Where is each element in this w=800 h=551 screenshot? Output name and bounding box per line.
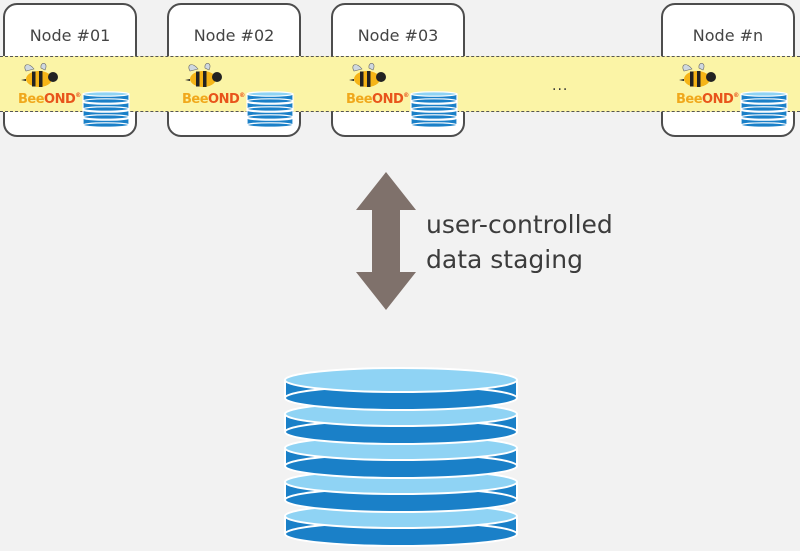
brand-registered: ®: [239, 92, 245, 99]
brand-registered: ®: [75, 92, 81, 99]
data-staging-label: user-controlled data staging: [426, 207, 613, 277]
database-icon: [246, 91, 294, 127]
brand-ond: OND: [208, 92, 240, 107]
brand-ond: OND: [702, 92, 734, 107]
global-storage-database-icon: [284, 367, 518, 547]
database-icon: [740, 91, 788, 127]
bee-icon: [349, 63, 386, 87]
bee-icon: [185, 63, 222, 87]
database-icon: [410, 91, 458, 127]
brand-bee: Bee: [346, 92, 373, 107]
bee-icon: [679, 63, 716, 87]
beeond-logo-text: BeeOND®: [182, 92, 245, 107]
staging-line-2: data staging: [426, 245, 583, 274]
double-arrow-icon: [356, 172, 416, 310]
beeond-logo-text: BeeOND®: [18, 92, 81, 107]
database-icon: [82, 91, 130, 127]
staging-line-1: user-controlled: [426, 210, 613, 239]
node-label: Node #01: [29, 26, 111, 45]
brand-ond: OND: [44, 92, 76, 107]
node-label: Node #03: [357, 26, 439, 45]
more-nodes-ellipsis: ...: [552, 78, 569, 94]
beeond-storage-band: [0, 56, 800, 112]
brand-bee: Bee: [182, 92, 209, 107]
bee-icon: [21, 63, 58, 87]
brand-bee: Bee: [18, 92, 45, 107]
brand-ond: OND: [372, 92, 404, 107]
brand-registered: ®: [733, 92, 739, 99]
brand-bee: Bee: [676, 92, 703, 107]
node-label: Node #02: [193, 26, 275, 45]
brand-registered: ®: [403, 92, 409, 99]
node-label: Node #n: [692, 26, 764, 45]
beeond-logo-text: BeeOND®: [676, 92, 739, 107]
beeond-logo-text: BeeOND®: [346, 92, 409, 107]
